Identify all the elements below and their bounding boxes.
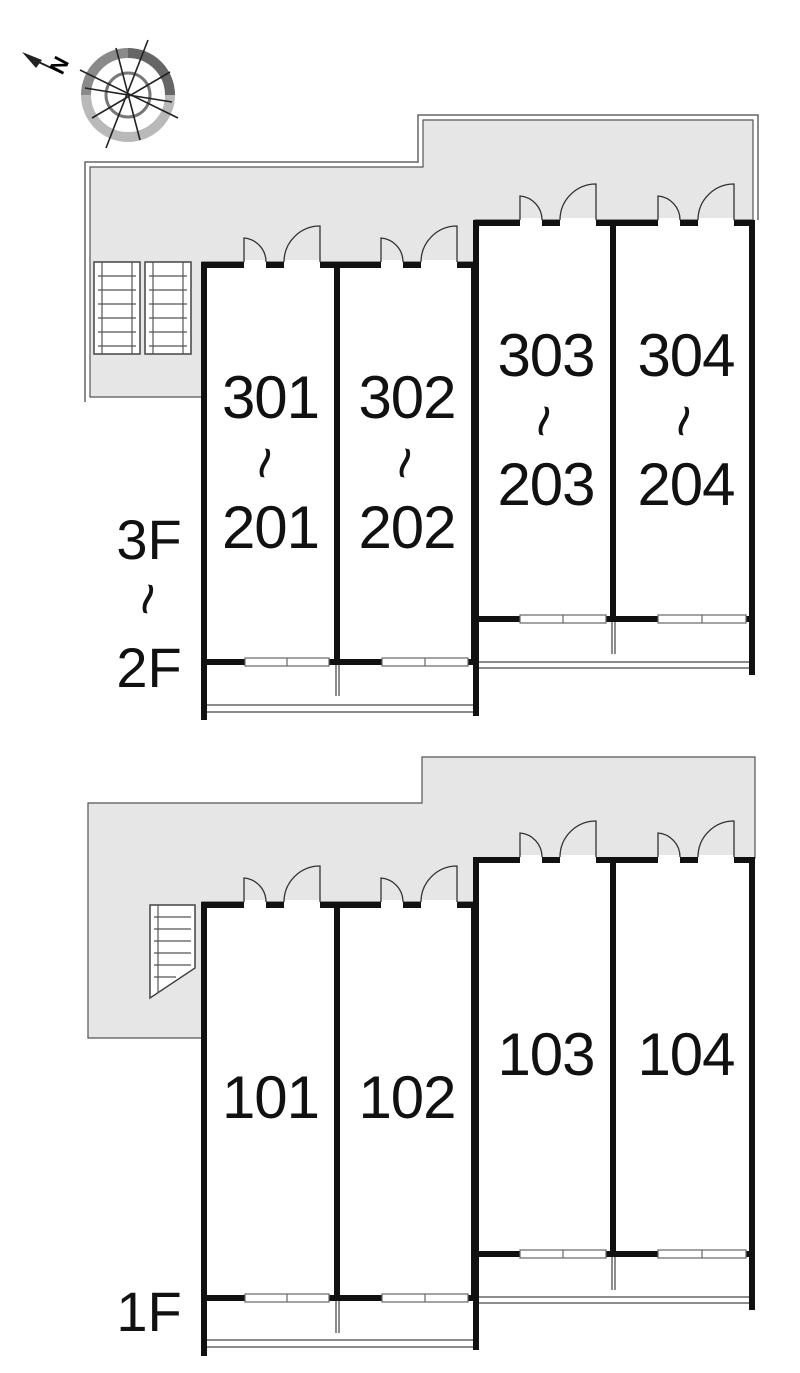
unit-label-303: 303 — [497, 322, 595, 389]
unit-label-203: 203 — [497, 451, 595, 518]
ground-floor-plan — [87, 756, 756, 1356]
unit-label-201: 201 — [221, 494, 320, 561]
unit-label-304: 304 — [637, 322, 735, 389]
north-letter: N — [44, 52, 74, 78]
unit-label-104: 104 — [637, 1021, 735, 1088]
floor-label-1f: 1F — [116, 1280, 182, 1343]
stairs-icon — [93, 261, 192, 355]
floor-label-2f: 2F — [116, 636, 182, 699]
unit-label-103: 103 — [497, 1021, 595, 1088]
upper-floor-plan — [84, 114, 759, 720]
compass-rose-icon: N — [22, 39, 179, 149]
floor-label-3f: 3F — [116, 508, 182, 571]
unit-label-101: 101 — [221, 1064, 320, 1131]
unit-label-202: 202 — [358, 494, 456, 561]
unit-label-302: 302 — [358, 364, 456, 431]
unit-label-102: 102 — [358, 1064, 456, 1131]
unit-label-301: 301 — [221, 364, 320, 431]
unit-label-204: 204 — [637, 451, 735, 518]
stairs-icon — [149, 904, 196, 1000]
